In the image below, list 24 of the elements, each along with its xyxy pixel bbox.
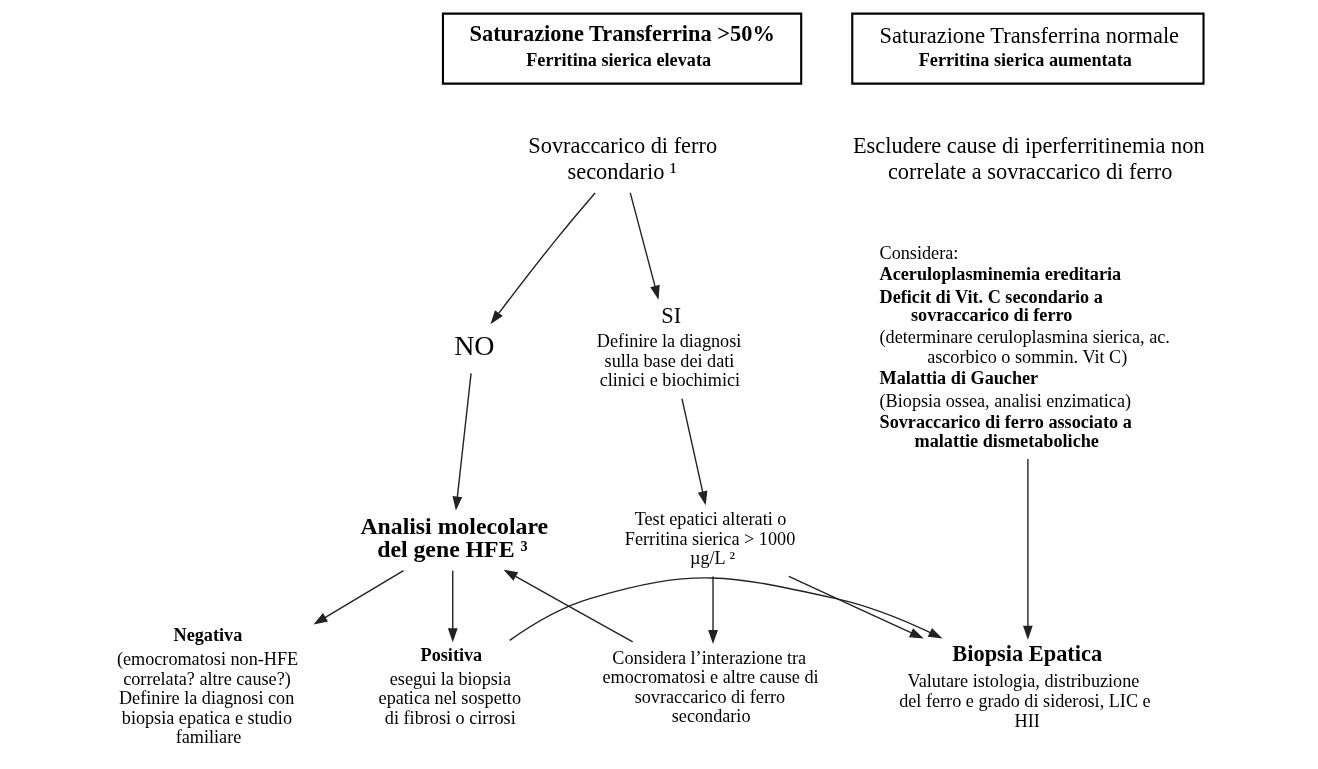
node-text: Biopsia Epatica Valutare istologia, distribuzione del ferro e grado di siderosi, LIC e HII — [898, 641, 1151, 731]
arrow — [489, 192, 596, 325]
arrow — [1022, 458, 1033, 640]
node-text: NO — [453, 330, 495, 362]
node-box: Saturazione Transferrina normale Ferritina sierica aumentata — [850, 12, 1205, 85]
node-text: Positiva esegui la biopsia epatica nel sospetto di fibrosi o cirrosi — [378, 644, 521, 728]
arrow — [312, 570, 404, 625]
arrow — [787, 575, 924, 639]
node-text: Considera: Aceruloplasminemia ereditaria Deficit di Vit. C secondario a sovraccarico di ferro (determinare ceruloplasmina sierica, ac. ascorbico o sommin. Vit C) Malattia di Gaucher (Biopsia ossea, analisi enzimatica) Sovraccarico di ferro associato a malattie dismetaboliche — [879, 243, 1170, 451]
node-text: Considera l’interazione tra emocromatosi e altre cause di sovraccarico di ferro secondario — [601, 647, 819, 727]
node-box: Saturazione Transferrina >50% Ferritina sierica elevata — [441, 12, 802, 85]
node-text: SI Definire la diagnosi sulla base dei dati clinici e biochimici — [596, 302, 741, 391]
arrow — [447, 570, 458, 643]
arrow — [503, 569, 633, 643]
node-text: Negativa (emocromatosi non-HFE correlata? altre cause?) Definire la diagnosi con biopsia epatica e studio familiare — [116, 625, 298, 748]
node-text: Test epatici alterati o Ferritina sierica > 1000 µg/L ² — [624, 509, 795, 569]
arrow — [707, 575, 718, 645]
arrow — [508, 577, 942, 642]
node-text: Sovraccarico di ferro secondario ¹ — [527, 133, 717, 184]
node-text: Analisi molecolare del gene HFE ³ — [359, 512, 548, 563]
arrow — [629, 192, 660, 300]
node-text: Escludere cause di iperferritinemia non correlate a sovraccarico di ferro — [852, 133, 1205, 184]
arrow — [680, 397, 707, 506]
arrow — [452, 372, 472, 511]
